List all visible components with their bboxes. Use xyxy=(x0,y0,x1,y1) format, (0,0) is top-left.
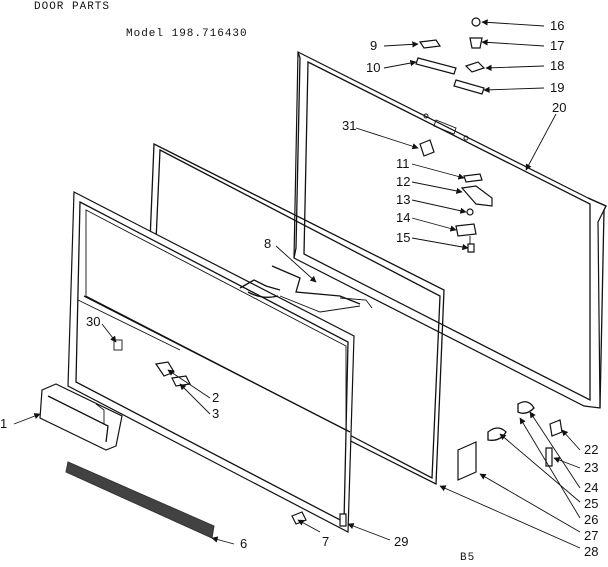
model-number: Model 198.716430 xyxy=(126,28,248,40)
callout-6: 6 xyxy=(240,536,247,551)
callout-22: 22 xyxy=(584,442,598,457)
center-hinge-parts xyxy=(455,173,493,253)
leader-lines xyxy=(13,19,581,549)
callout-17: 17 xyxy=(550,38,564,53)
callout-24: 24 xyxy=(584,480,598,495)
callout-29: 29 xyxy=(394,534,408,549)
callout-26: 26 xyxy=(584,512,598,527)
diagram-title: DOOR PARTS xyxy=(34,1,110,13)
callout-11: 11 xyxy=(396,156,410,171)
callout-23: 23 xyxy=(584,460,598,475)
callout-31: 31 xyxy=(342,118,356,133)
callout-16: 16 xyxy=(550,18,564,33)
callout-7: 7 xyxy=(322,534,329,549)
callout-27: 27 xyxy=(584,528,598,543)
trim-strip xyxy=(65,461,215,539)
callout-10: 10 xyxy=(366,60,380,75)
callout-15: 15 xyxy=(396,230,410,245)
callout-19: 19 xyxy=(550,80,564,95)
callout-20: 20 xyxy=(552,100,566,115)
callout-labels: 1 2 3 6 7 8 9 10 31 11 12 13 14 15 16 17… xyxy=(0,18,598,559)
wire-harness xyxy=(239,265,373,313)
callout-12: 12 xyxy=(396,174,410,189)
callout-8: 8 xyxy=(264,236,271,251)
callout-13: 13 xyxy=(396,192,410,207)
top-hinge-parts xyxy=(415,17,486,157)
callout-28: 28 xyxy=(584,544,598,559)
callout-30: 30 xyxy=(86,314,100,329)
callout-14: 14 xyxy=(396,210,410,225)
callout-25: 25 xyxy=(584,496,598,511)
callout-9: 9 xyxy=(370,38,377,53)
callout-1: 1 xyxy=(0,416,7,431)
callout-3: 3 xyxy=(212,406,219,421)
callout-18: 18 xyxy=(550,58,564,73)
footer-code: B5 xyxy=(460,552,475,562)
callout-2: 2 xyxy=(212,390,219,405)
